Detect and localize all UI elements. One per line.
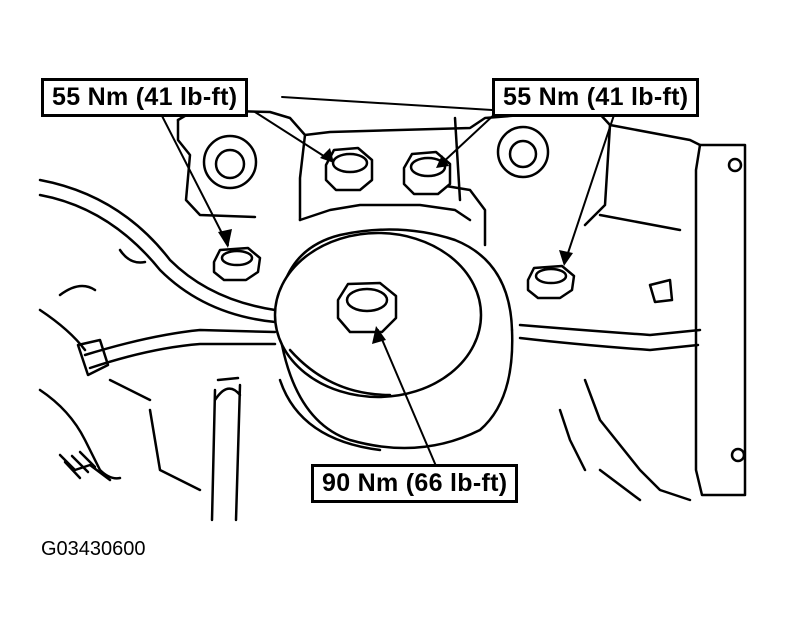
figure-id-label: G03430600: [41, 538, 146, 560]
upper-nut-left: [324, 146, 374, 192]
torque-callout-top-left: 55 Nm (41 lb-ft): [41, 78, 249, 117]
torque-callout-bottom: 90 Nm (66 lb-ft): [311, 464, 519, 503]
leader-lines: [159, 96, 616, 467]
center-bolt: [336, 281, 398, 334]
leader-arrowheads: [218, 148, 573, 344]
mount-bracket: [176, 108, 612, 247]
lower-nut-right: [526, 264, 576, 300]
mount-cylinder: [273, 228, 514, 452]
lower-left-components: [38, 378, 202, 492]
support-rod: [210, 376, 242, 522]
torque-callout-top-right: 55 Nm (41 lb-ft): [492, 78, 700, 117]
lower-nut-left: [212, 246, 262, 282]
upper-nut-right: [402, 150, 452, 196]
bolt-boss-rings: [202, 125, 550, 190]
left-hoses: [38, 178, 277, 377]
right-bracket-plate: [518, 123, 747, 502]
